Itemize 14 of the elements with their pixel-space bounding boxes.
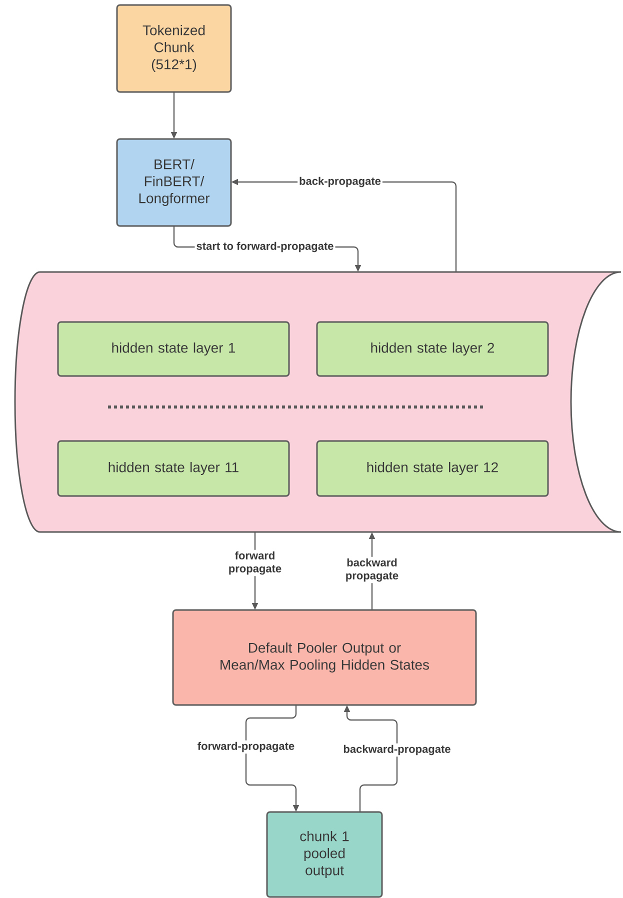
hidden-state-box: hidden state layer 12 [316, 440, 549, 497]
hidden-state-box: hidden state layer 11 [57, 440, 290, 497]
hidden-state-box: hidden state layer 2 [316, 321, 549, 377]
edge-label: forward propagate [224, 550, 286, 576]
edge-label: start to forward-propagate [194, 240, 336, 254]
process-box: Default Pooler Output or Mean/Max Pooling Hidden States [172, 609, 477, 706]
process-box: Tokenized Chunk (512*1) [116, 4, 232, 93]
edge-label: back-propagate [298, 175, 382, 189]
edge-label: forward-propagate [196, 740, 296, 754]
edge-label: backward-propagate [342, 743, 452, 757]
process-box: chunk 1 pooled output [266, 811, 383, 898]
hidden-state-box: hidden state layer 1 [57, 321, 290, 377]
process-box: BERT/ FinBERT/ Longformer [116, 138, 232, 227]
edge-label: backward propagate [336, 556, 408, 584]
